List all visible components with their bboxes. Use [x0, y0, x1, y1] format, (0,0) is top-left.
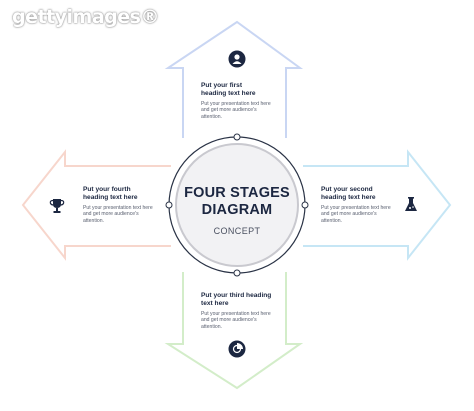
- connector-dot-left: [165, 201, 173, 209]
- stage-3-body: Put your presentation text here and get …: [201, 311, 271, 330]
- left-arrow: [21, 149, 171, 261]
- stage-3-heading: Put your third heading text here: [201, 292, 272, 307]
- connector-dot-bottom: [233, 269, 241, 277]
- stage-4-heading: Put your fourth heading text here: [83, 186, 138, 201]
- right-arrow: [303, 149, 452, 261]
- stage-2-heading: Put your second heading text here: [321, 186, 376, 201]
- stage-2-body: Put your presentation text here and get …: [321, 205, 391, 224]
- flask-icon: [405, 197, 417, 211]
- connector-dot-top: [233, 133, 241, 141]
- diagram-subtitle: CONCEPT: [213, 226, 261, 236]
- stage-1-heading: Put your first heading text here: [201, 82, 256, 97]
- trophy-icon: [49, 199, 65, 213]
- chart-icon: [228, 340, 246, 358]
- bottom-arrow: [164, 272, 304, 390]
- getty-watermark: gettyimages®: [12, 6, 159, 28]
- stage-1-body: Put your presentation text here and get …: [201, 101, 271, 120]
- diagram-title: FOUR STAGES DIAGRAM: [160, 185, 314, 219]
- diagram-title-line-1: FOUR STAGES: [184, 185, 290, 201]
- stage-4-body: Put your presentation text here and get …: [83, 205, 153, 224]
- connector-dot-right: [301, 201, 309, 209]
- person-icon: [228, 50, 246, 68]
- diagram-title-line-2: DIAGRAM: [201, 202, 273, 218]
- top-arrow: [164, 20, 304, 138]
- inner-disc: [175, 143, 299, 267]
